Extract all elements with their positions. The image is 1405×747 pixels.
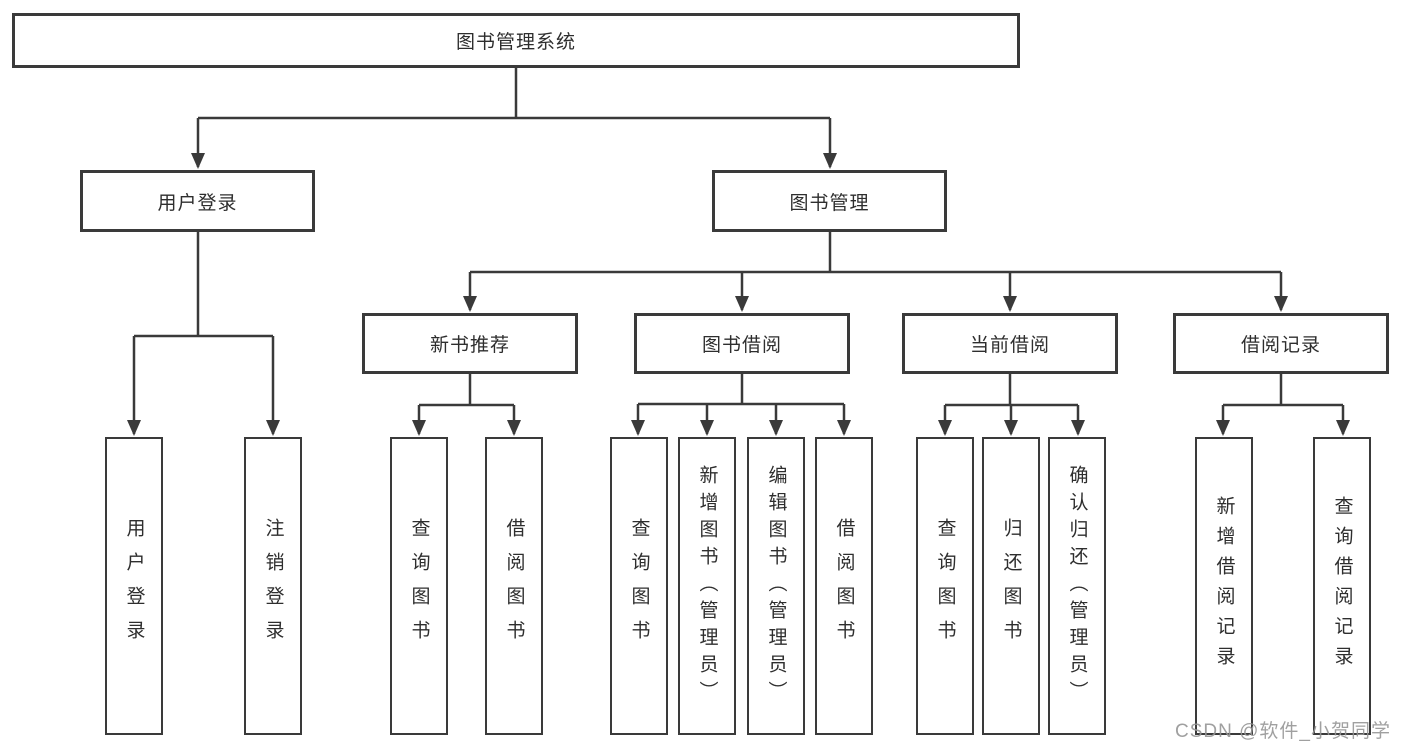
leaf-label: 查询图书 (408, 518, 430, 654)
connector-new-books-trunk (419, 374, 514, 407)
node-label: 图书借阅 (701, 335, 782, 356)
connector-book-management-trunk (470, 232, 1281, 274)
leaf-borrow-books-borrowing: 借阅图书 (815, 437, 873, 735)
node-new-book-recommend: 新书推荐 (362, 313, 578, 374)
node-book-borrowing: 图书借阅 (634, 313, 850, 374)
connector-current-borrow-trunk (945, 374, 1078, 407)
node-label: 图书管理 (789, 192, 870, 214)
connector-root-trunk (198, 68, 830, 120)
leaf-edit-books-admin: 编辑图书（管理员） (747, 437, 805, 735)
node-label: 用户登录 (157, 192, 238, 214)
leaf-label: 借阅图书 (503, 518, 525, 654)
leaf-borrow-books-recommend: 借阅图书 (485, 437, 543, 735)
leaf-label: 编辑图书（管理员） (765, 464, 787, 708)
leaf-logout: 注销登录 (244, 437, 302, 735)
leaf-label: 查询图书 (934, 518, 956, 654)
connector-user-login-trunk (134, 232, 273, 338)
leaf-query-books-borrowing: 查询图书 (610, 437, 668, 735)
leaf-confirm-return-admin: 确认归还（管理员） (1048, 437, 1106, 735)
leaf-label: 新增借阅记录 (1213, 496, 1235, 676)
node-library-system: 图书管理系统 (12, 13, 1020, 68)
node-book-management: 图书管理 (712, 170, 947, 232)
leaf-query-borrow-record: 查询借阅记录 (1313, 437, 1371, 735)
leaf-add-books-admin: 新增图书（管理员） (678, 437, 736, 735)
leaf-label: 用户登录 (123, 518, 145, 654)
leaf-add-borrow-record: 新增借阅记录 (1195, 437, 1253, 735)
node-label: 图书管理系统 (455, 32, 576, 53)
node-label: 借阅记录 (1240, 335, 1321, 356)
leaf-label: 注销登录 (262, 518, 284, 654)
connector-borrowing-trunk (638, 374, 844, 406)
node-user-login: 用户登录 (80, 170, 315, 232)
leaf-label: 确认归还（管理员） (1066, 464, 1088, 708)
connector-borrow-records-trunk (1223, 374, 1343, 407)
leaf-query-books-current: 查询图书 (916, 437, 974, 735)
leaf-label: 归还图书 (1000, 518, 1022, 654)
leaf-query-books-recommend: 查询图书 (390, 437, 448, 735)
node-borrowing-records: 借阅记录 (1173, 313, 1389, 374)
leaf-label: 新增图书（管理员） (696, 464, 718, 708)
leaf-return-books: 归还图书 (982, 437, 1040, 735)
leaf-user-login: 用户登录 (105, 437, 163, 735)
leaf-label: 查询图书 (628, 518, 650, 654)
node-current-borrowing: 当前借阅 (902, 313, 1118, 374)
node-label: 新书推荐 (429, 335, 510, 356)
node-label: 当前借阅 (969, 335, 1050, 356)
leaf-label: 查询借阅记录 (1331, 496, 1353, 676)
leaf-label: 借阅图书 (833, 518, 855, 654)
